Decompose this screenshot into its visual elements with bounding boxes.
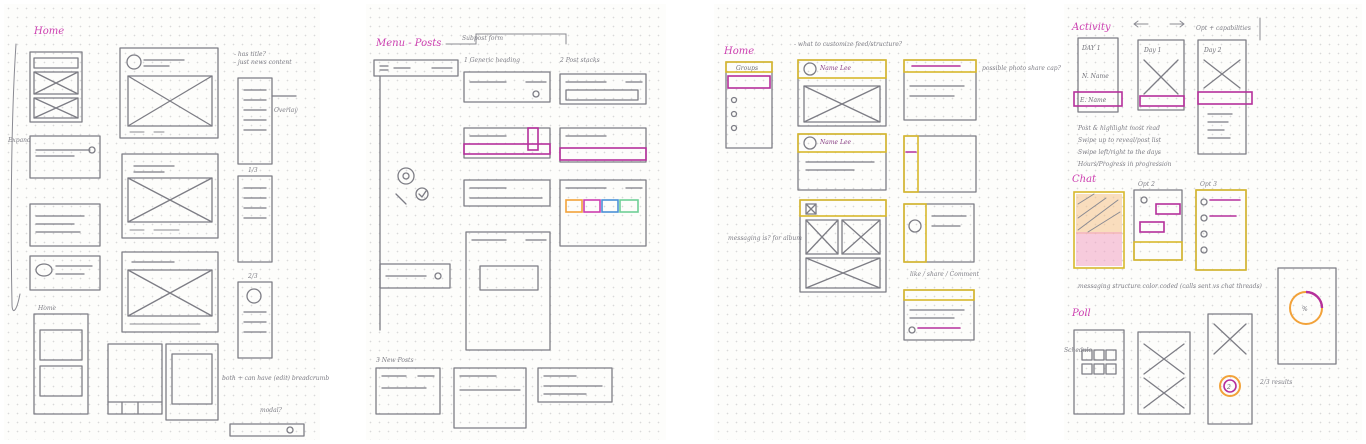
- post-card-wireframe: [903, 135, 977, 193]
- sketch-sheet-home: Home: [4, 4, 329, 440]
- svg-text:DAY 1: DAY 1: [1081, 45, 1101, 52]
- phone-wireframe: [29, 51, 83, 123]
- header-bar-wireframe: [463, 71, 551, 103]
- annotation: - what to customize feed/structure?: [794, 41, 903, 48]
- header-bar-wireframe: [463, 127, 551, 159]
- poll-gauge-wireframe: %: [1277, 267, 1337, 365]
- svg-text:2/3: 2/3: [247, 273, 258, 280]
- sheet-heading: Menu - Posts: [375, 38, 441, 49]
- flow-arrow: [10, 43, 21, 312]
- phone-wireframe: [29, 135, 101, 179]
- side-panel-wireframe: 1/3: [237, 167, 273, 263]
- annotation: - just news content: [234, 59, 292, 66]
- day-column-wireframe: Day 1: [1137, 39, 1185, 111]
- chat-list-wireframe: [1195, 189, 1247, 271]
- phone-wireframe: [33, 313, 89, 415]
- post-card-wireframe: Name Lee: [797, 133, 887, 191]
- post-card-wireframe: possible photo share cap?: [903, 59, 1062, 121]
- annotation: messaging is? for album: [728, 235, 802, 242]
- sheet-heading: Home: [723, 46, 754, 57]
- svg-text:Name Lee: Name Lee: [819, 65, 852, 72]
- flow-arrow: [445, 33, 567, 45]
- post-card-wireframe: [119, 47, 219, 139]
- sheet-heading: Activity: [1071, 22, 1111, 33]
- poll-images-wireframe: [1137, 331, 1191, 415]
- svg-text:1/3: 1/3: [248, 167, 258, 174]
- phone-wireframe: [107, 343, 219, 421]
- svg-text:like / share / Comment: like / share / Comment: [910, 271, 980, 278]
- chat-thread-wireframe: [1133, 189, 1183, 261]
- side-panel-wireframe: [237, 77, 297, 165]
- comment-card-wireframe: [903, 289, 975, 341]
- svg-text:2/3 results: 2/3 results: [1259, 379, 1292, 386]
- poll-result-wireframe: 2 2/3 results: [1207, 313, 1292, 425]
- color-tabs-wireframe: [559, 179, 647, 247]
- annotation: Home: [37, 305, 57, 312]
- day-column-wireframe: Day 2: [1197, 39, 1253, 155]
- phone-wireframe: [29, 203, 101, 247]
- header-bar-wireframe: [463, 179, 551, 207]
- section-label: 2 Post stacks: [559, 57, 600, 64]
- header-bar-wireframe: [559, 127, 647, 163]
- bullet: Post & highlight most read: [1077, 125, 1160, 132]
- svg-text:E. Name: E. Name: [1079, 97, 1107, 104]
- header-bar-wireframe: [453, 367, 527, 429]
- sketch-sheet-menu-posts: Menu - Posts Subpost form 1 Generic head…: [366, 4, 666, 440]
- day-column-wireframe: DAY 1 N. Name E. Name: [1073, 37, 1123, 113]
- post-card-wireframe: [121, 251, 219, 333]
- poll-grid-wireframe: [1073, 329, 1125, 415]
- chat-hatch-wireframe: [1073, 191, 1125, 269]
- sheet-heading: Poll: [1071, 308, 1091, 319]
- header-bar-wireframe: [537, 367, 613, 403]
- bullet: Swipe left/right to the days: [1078, 149, 1161, 156]
- annotation: Schedule: [1064, 347, 1093, 354]
- svg-text:N. Name: N. Name: [1081, 73, 1109, 80]
- post-card-wireframe: [121, 153, 219, 239]
- svg-text:Groups: Groups: [736, 65, 758, 72]
- phone-wireframe: [465, 231, 551, 351]
- sidebar-menu-wireframe: Groups: [725, 61, 773, 149]
- photo-grid-wireframe: [799, 199, 887, 293]
- section-label: 3 New Posts: [376, 357, 414, 364]
- search-bar-wireframe: [379, 263, 451, 289]
- gear-icon: [397, 167, 415, 185]
- header-bar-wireframe: [375, 367, 441, 415]
- modal-wireframe: [229, 423, 305, 437]
- checkmark-icon: [415, 187, 429, 201]
- annotation: Opt 3: [1200, 181, 1217, 188]
- sheet-heading: Home: [33, 26, 64, 37]
- phone-wireframe: [29, 255, 101, 291]
- svg-text:Day 1: Day 1: [1143, 47, 1162, 54]
- header-bar-wireframe: [559, 73, 647, 105]
- svg-text:possible photo share cap?: possible photo share cap?: [982, 65, 1062, 72]
- sheet-heading: Chat: [1072, 174, 1097, 185]
- svg-text:%: %: [1302, 306, 1308, 313]
- svg-text:2: 2: [1226, 384, 1231, 391]
- side-panel-wireframe: 2/3: [237, 273, 273, 359]
- annotation: Overlay: [274, 107, 298, 114]
- wrench-icon: [395, 193, 407, 205]
- annotation: Subpost form: [462, 35, 503, 42]
- header-bar-wireframe: [373, 59, 459, 77]
- bullet: Swipe up to reveal/post list: [1078, 137, 1162, 144]
- annotation: modal?: [260, 407, 283, 414]
- section-label: 1 Generic heading: [464, 57, 520, 64]
- sketch-sheet-home-feed: Home - what to customize feed/structure?…: [714, 4, 1062, 440]
- svg-text:Day 2: Day 2: [1203, 47, 1222, 54]
- bullet: Hours/Progress in progression: [1077, 161, 1171, 168]
- post-card-wireframe: Name Lee: [797, 59, 887, 127]
- sketch-sheet-activity-chat-poll: Activity Opt + capabilities DAY 1 N. Nam…: [1064, 4, 1362, 440]
- annotation: Expand: [7, 137, 31, 144]
- annotation: Opt 2: [1138, 181, 1155, 188]
- arrow-icon: [1133, 20, 1185, 28]
- annotation: both + can have (edit) breadcrumb: [222, 375, 329, 382]
- annotation: messaging structure color coded (calls s…: [1078, 283, 1263, 290]
- profile-card-wireframe: like / share / Comment: [903, 203, 980, 278]
- annotation: Opt + capabilities: [1196, 25, 1251, 32]
- svg-text:Name Lee: Name Lee: [819, 139, 852, 146]
- annotation: - has title?: [234, 51, 267, 58]
